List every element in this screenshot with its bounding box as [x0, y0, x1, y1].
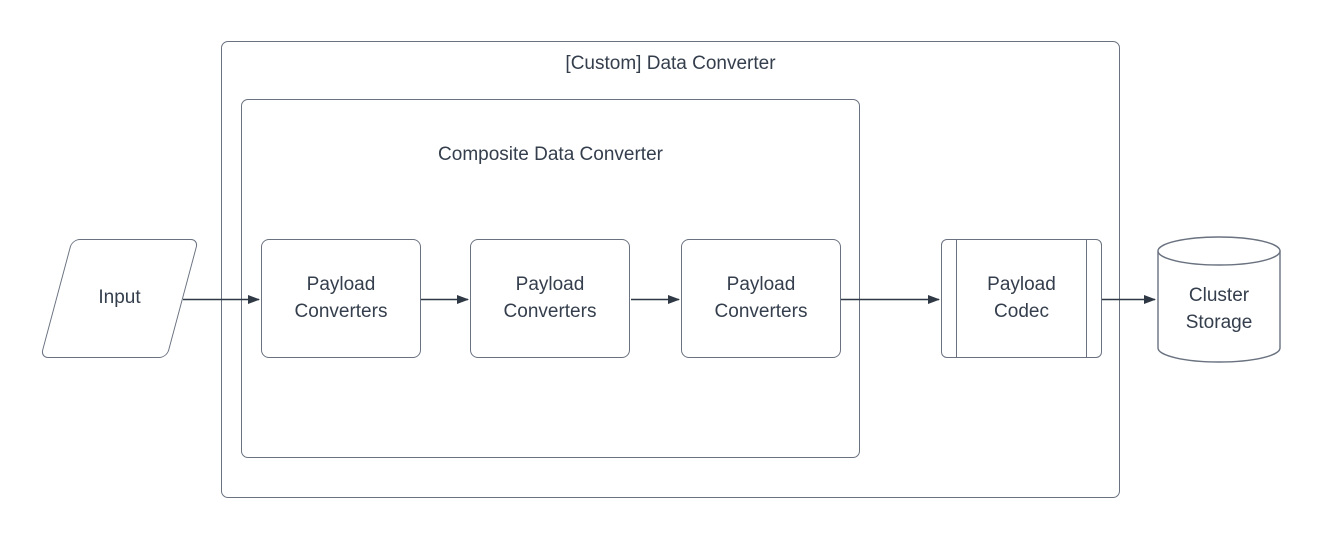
node-cluster-storage[interactable]: Cluster Storage — [1157, 236, 1281, 363]
node-input[interactable]: Input — [40, 239, 199, 358]
codec-right-bar — [1086, 240, 1087, 357]
custom-data-converter-group[interactable]: [Custom] Data Converter — [221, 41, 1120, 498]
node-input-label: Input — [98, 287, 141, 309]
node-cluster-storage-label: Cluster Storage — [1185, 284, 1253, 333]
node-payload-converters-3-label: Payload Converters — [714, 273, 808, 322]
node-payload-converters-2-label: Payload Converters — [503, 273, 597, 322]
custom-data-converter-title: [Custom] Data Converter — [565, 53, 776, 74]
node-payload-codec-label: Payload Codec — [987, 273, 1056, 322]
cylinder-shape — [1157, 236, 1281, 363]
node-payload-converters-1-label: Payload Converters — [294, 273, 388, 322]
node-payload-converters-3[interactable]: Payload Converters — [681, 239, 841, 358]
codec-left-bar — [956, 240, 957, 357]
node-payload-codec[interactable]: Payload Codec — [941, 239, 1102, 358]
composite-data-converter-title: Composite Data Converter — [438, 144, 663, 165]
node-payload-converters-2[interactable]: Payload Converters — [470, 239, 630, 358]
node-payload-converters-1[interactable]: Payload Converters — [261, 239, 421, 358]
composite-data-converter-group[interactable]: Composite Data Converter — [241, 99, 860, 458]
